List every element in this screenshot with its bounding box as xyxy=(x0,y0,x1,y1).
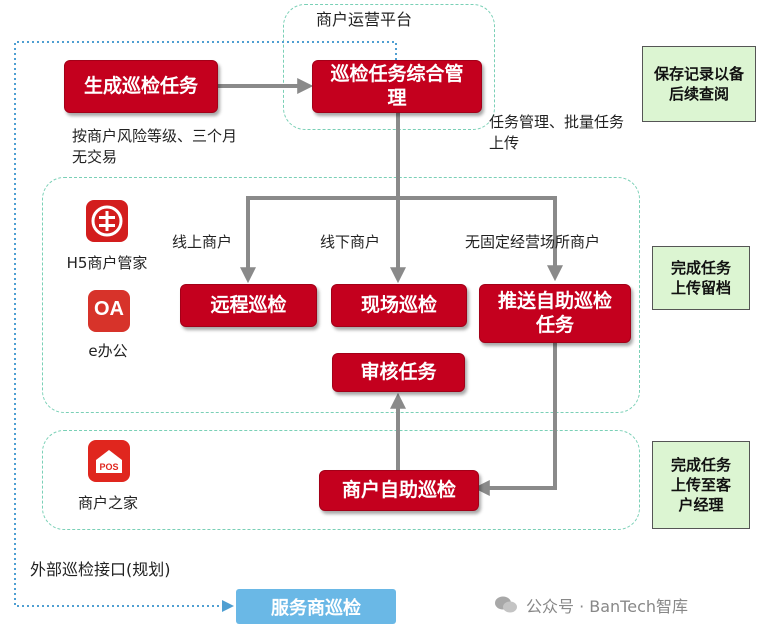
external-interface-line xyxy=(14,41,397,612)
pos-app-icon: POS xyxy=(88,440,130,482)
offline-merchant-label: 线下商户 xyxy=(320,233,381,251)
save-record-box: 保存记录以备后续查阅 xyxy=(642,46,756,122)
upload-manager-box: 完成任务上传至客户经理 xyxy=(652,441,750,529)
wechat-icon xyxy=(495,596,517,613)
manage-note: 任务管理、批量任务上传 xyxy=(489,113,625,152)
push-self-inspection-node[interactable]: 推送自助巡检任务 xyxy=(479,284,631,343)
service-provider-inspection-button[interactable]: 服务商巡检 xyxy=(236,589,396,624)
oa-app-icon: OA xyxy=(88,290,130,332)
platform-title: 商户运营平台 xyxy=(316,10,413,29)
pos-glyph: POS xyxy=(99,462,119,472)
generate-note: 按商户风险等级、三个月无交易 xyxy=(72,127,238,166)
task-management-node[interactable]: 巡检任务综合管理 xyxy=(312,60,482,113)
h5-app-caption: H5商户管家 xyxy=(66,254,148,272)
remote-inspection-node[interactable]: 远程巡检 xyxy=(180,284,317,327)
pos-app-caption: 商户之家 xyxy=(77,494,138,512)
audit-task-node[interactable]: 审核任务 xyxy=(332,353,465,392)
upload-manager-label: 完成任务上传至客户经理 xyxy=(670,455,731,515)
generate-task-node[interactable]: 生成巡检任务 xyxy=(64,60,218,113)
push-self-inspection-label: 推送自助巡检任务 xyxy=(497,289,612,336)
h5-app-icon xyxy=(86,200,128,242)
oa-glyph: OA xyxy=(94,298,124,320)
merchant-self-inspection-node[interactable]: 商户自助巡检 xyxy=(319,470,479,511)
external-interface-label: 外部巡检接口(规划) xyxy=(30,560,171,579)
task-management-label: 巡检任务综合管理 xyxy=(330,62,464,109)
oa-app-caption: e办公 xyxy=(88,342,128,360)
onsite-inspection-node[interactable]: 现场巡检 xyxy=(331,284,467,327)
save-record-label: 保存记录以备后续查阅 xyxy=(653,64,744,103)
arrow-push-to-self xyxy=(473,343,557,496)
upload-archive-box: 完成任务上传留档 xyxy=(652,246,750,310)
online-merchant-label: 线上商户 xyxy=(172,233,233,251)
watermark: 公众号 · BanTech智库 xyxy=(494,593,688,617)
no-fixed-site-label: 无固定经营场所商户 xyxy=(465,233,601,251)
watermark-text: 公众号 · BanTech智库 xyxy=(526,597,689,616)
upload-archive-label: 完成任务上传留档 xyxy=(670,258,731,297)
